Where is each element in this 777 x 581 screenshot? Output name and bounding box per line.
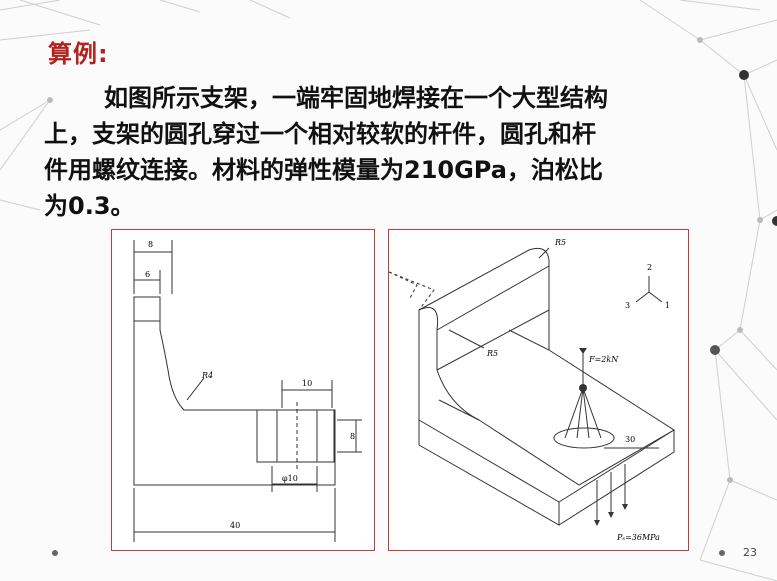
axis-1-label: 1 — [665, 301, 670, 310]
paragraph-line-3: 件用螺纹连接。材料的弹性模量为210GPa，泊松比 — [44, 156, 603, 184]
drawing-panel-right: R5 R5 2 3 1 F=2kN 30 Pₛ=36MPa — [388, 229, 689, 551]
radius-label: R4 — [201, 371, 213, 380]
drawing-panel-left: 8 6 R4 10 8 φ10 40 — [111, 229, 375, 551]
page-number: 23 — [743, 546, 757, 559]
bullet-dot-left — [52, 550, 58, 556]
slide-title: 算例: — [48, 40, 109, 68]
force-label: F=2kN — [588, 355, 619, 364]
dim-6-label: 6 — [145, 270, 150, 279]
paragraph-line-4: 为0.3。 — [44, 192, 135, 220]
bracket-2d-drawing: 8 6 R4 10 8 φ10 40 — [133, 240, 362, 542]
axis-3-label: 3 — [625, 301, 630, 310]
paragraph-line-1: 如图所示支架，一端牢固地焊接在一个大型结构 — [104, 84, 608, 112]
dim-8-label: 8 — [148, 240, 153, 249]
bullet-dot-right — [719, 550, 725, 556]
dim-8-side-label: 8 — [350, 432, 355, 441]
paragraph-line-2: 上，支架的圆孔穿过一个相对较软的杆件，圆孔和杆 — [44, 120, 596, 148]
dim-40-label: 40 — [230, 521, 240, 530]
dim-10-label: 10 — [302, 379, 312, 388]
r5-top-label: R5 — [554, 238, 566, 247]
problem-statement: 如图所示支架，一端牢固地焊接在一个大型结构 上，支架的圆孔穿过一个相对较软的杆件… — [44, 80, 744, 224]
pressure-label: Pₛ=36MPa — [616, 533, 660, 542]
r5-inner-label: R5 — [486, 349, 498, 358]
axis-2-label: 2 — [647, 263, 652, 272]
bracket-isometric-drawing: R5 R5 2 3 1 F=2kN 30 Pₛ=36MPa — [389, 238, 675, 542]
dim-30-label: 30 — [625, 435, 635, 444]
hole-dim-label: φ10 — [282, 474, 298, 483]
